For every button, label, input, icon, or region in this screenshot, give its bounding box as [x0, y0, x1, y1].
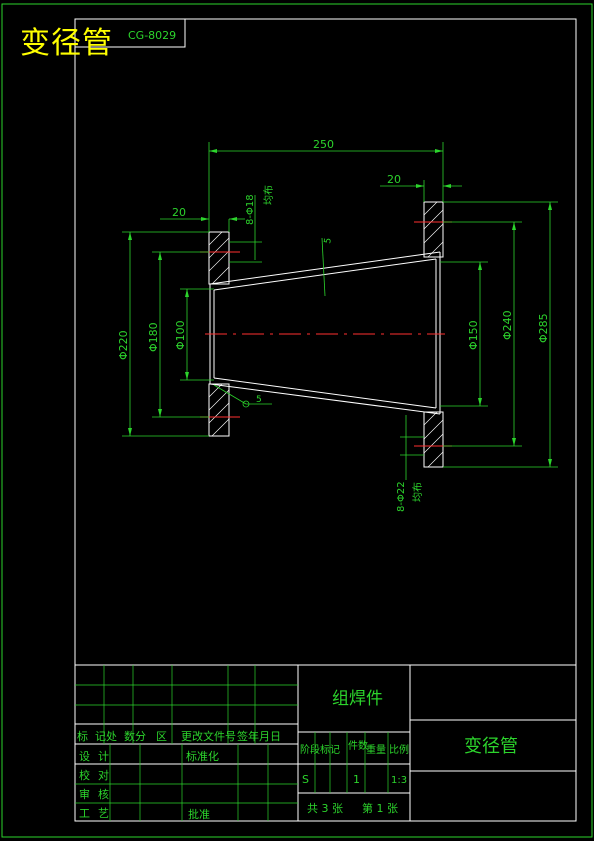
drawing-number-box: [74, 18, 186, 48]
assembly-name: 组焊件: [332, 689, 383, 709]
sheet-number: 第 1 张: [362, 801, 398, 815]
dim-right-bore: Φ150: [467, 320, 480, 350]
title-overlay: 变径管: [20, 26, 113, 61]
header-biao: 标: [77, 729, 88, 743]
conical-shell: [209, 251, 441, 415]
dim-left-flange-thickness: 20: [172, 206, 186, 219]
dim-right-bolt-circle: Φ240: [501, 310, 514, 340]
dim-total-length: 250: [313, 138, 334, 151]
label-ji: 计: [98, 750, 109, 763]
dim-right-flange-thickness: 20: [387, 173, 401, 186]
label-yi: 艺: [98, 807, 109, 820]
inner-frame: [74, 18, 577, 822]
header-change-doc: 更改文件号: [181, 729, 236, 743]
dim-right-holes: 8-Φ22: [396, 481, 407, 512]
dim-left-bore: Φ100: [174, 320, 187, 350]
header-jichu: 记处: [95, 730, 117, 743]
right-flange: [414, 201, 452, 468]
scale-header: 比例: [389, 743, 409, 756]
dim-left-outer: Φ220: [117, 330, 130, 360]
dim-right-holes-note: 均布: [412, 482, 424, 502]
part-name: 变径管: [464, 736, 518, 757]
header-shufen: 数分: [124, 730, 146, 743]
header-date: 年月日: [248, 729, 281, 743]
sheets-total: 共 3 张: [307, 802, 343, 815]
dim-left-holes: 8-Φ18: [245, 194, 256, 225]
label-jiao: 校: [79, 768, 90, 782]
dim-right-outer: Φ285: [537, 313, 550, 343]
drawing-number: CG-8029: [128, 29, 176, 42]
scale-value: 1:3: [391, 775, 407, 786]
count-value: 1: [353, 773, 360, 786]
dim-left-bolt-circle: Φ180: [147, 322, 160, 352]
count-header: 件数: [348, 739, 368, 752]
dim-wall-thickness: 5: [323, 237, 334, 244]
label-dui: 对: [98, 768, 109, 782]
title-block-grid: [75, 665, 389, 821]
outer-frame: [1, 3, 593, 838]
label-approval: 批准: [188, 807, 210, 821]
weight-header: 重量: [366, 743, 386, 756]
stage-mark-header: 阶段标记: [300, 743, 340, 756]
label-he: 核: [98, 787, 109, 801]
dimension-arrows: [128, 149, 552, 467]
stage-mark-value: S: [302, 773, 309, 786]
label-she: 设: [79, 750, 90, 763]
title-block-frame: [75, 664, 576, 821]
label-shen: 审: [79, 787, 90, 801]
label-standardization: 标准化: [186, 749, 219, 763]
label-gong: 工: [79, 807, 90, 820]
header-qu: 区: [156, 730, 167, 743]
dim-left-holes-note: 均布: [263, 185, 275, 205]
dimension-lines: [122, 142, 558, 480]
header-sign: 签: [237, 729, 248, 743]
weld-symbol-value: 5: [256, 395, 262, 405]
